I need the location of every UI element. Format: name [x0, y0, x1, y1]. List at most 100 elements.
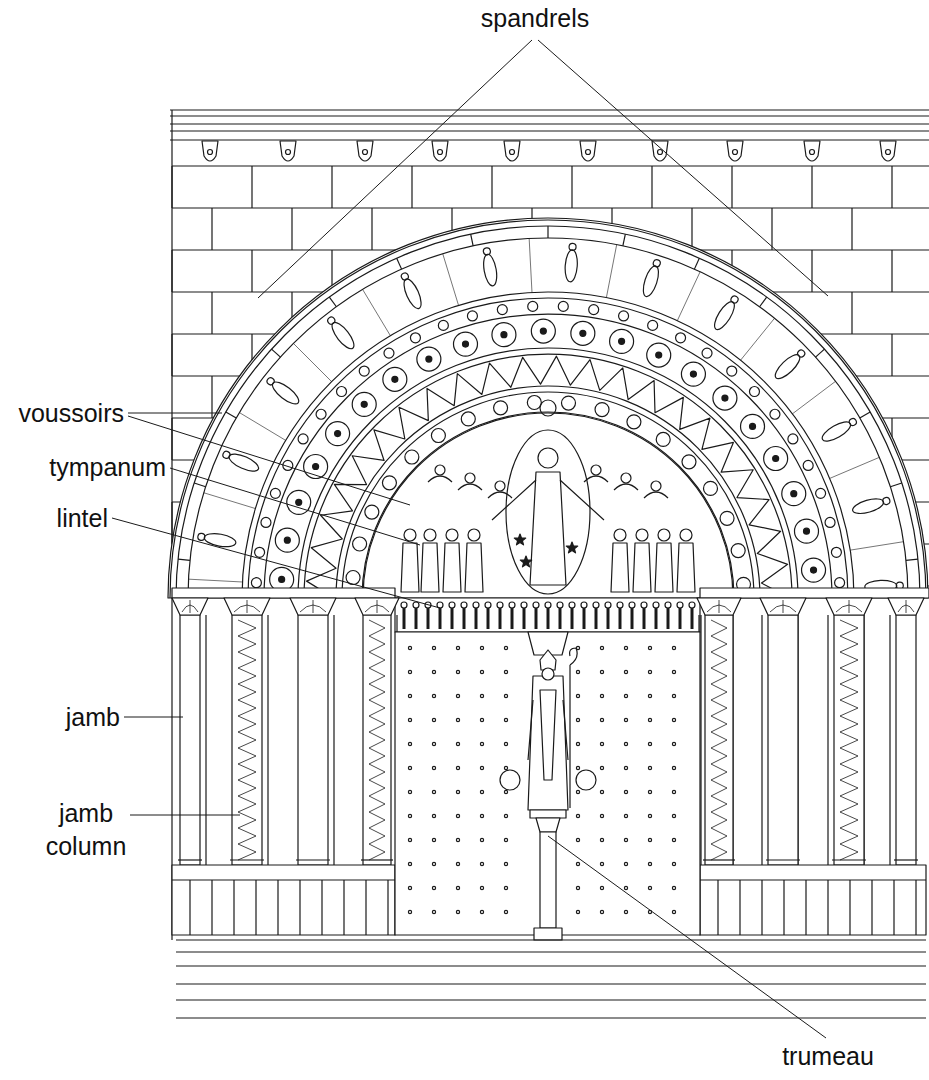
plinth-part [172, 879, 395, 880]
archivolt-part [494, 401, 508, 415]
archivolt-part [741, 414, 765, 438]
archivolt-part-part [730, 295, 740, 305]
door-part [672, 790, 675, 793]
door-part [504, 742, 507, 745]
steps [176, 940, 926, 1018]
tympanum-relief-part [514, 534, 525, 545]
lintel-frieze-part [617, 602, 623, 608]
tympanum-relief-part [465, 473, 475, 483]
plinth-part [321, 880, 322, 935]
archivolt-part [359, 366, 369, 376]
door-part [624, 838, 627, 841]
archivolt-part [462, 341, 468, 347]
door-part [456, 838, 459, 841]
door-part [648, 718, 651, 721]
masonry-wall-part [211, 292, 212, 334]
plinth-part [783, 880, 784, 935]
archivolt-part [239, 413, 285, 441]
door-part [456, 742, 459, 745]
door-part [408, 646, 411, 649]
lintel-frieze-part [523, 608, 526, 629]
plinth-part [871, 880, 872, 935]
trumeau-figure-part [570, 648, 578, 808]
lintel-frieze-part [487, 608, 490, 629]
trumeau-figure-part [528, 690, 568, 780]
archivolt-part [194, 483, 205, 487]
archivolt-part [722, 395, 728, 401]
archivolt-part [307, 356, 790, 598]
door-part [408, 694, 411, 697]
door-part [504, 694, 507, 697]
leader-line-part [128, 413, 222, 414]
masonry-wall-part [851, 292, 852, 334]
door [395, 632, 700, 935]
door-part [576, 766, 579, 769]
door-part [480, 766, 483, 769]
tympanum-relief-part [644, 492, 668, 498]
leader-line-part [538, 40, 828, 296]
part-label: voussoirs [0, 397, 124, 430]
archivolt-part [713, 386, 737, 410]
door-part [456, 718, 459, 721]
lintel-frieze-part [581, 602, 587, 608]
archivolt-part [851, 494, 891, 516]
jamb-columns-part [711, 620, 727, 860]
jamb-columns-part [355, 598, 399, 615]
archivolt-part [170, 220, 926, 598]
cornice-part [510, 150, 515, 155]
tympanum-relief-part [655, 543, 673, 592]
lintel-frieze-part [547, 608, 550, 629]
archivolt-part [816, 488, 826, 498]
archivolt-part [242, 292, 854, 598]
part-label: trumeau [766, 1040, 890, 1073]
door-part [648, 694, 651, 697]
tympanum-relief-part [614, 484, 638, 490]
lintel-frieze-part [497, 602, 503, 608]
masonry-wall-part [731, 166, 732, 208]
masonry-wall-part [371, 208, 372, 250]
trumeau-figure [528, 632, 577, 940]
door-part [432, 886, 435, 889]
door-part [576, 770, 596, 790]
steps-part [176, 951, 926, 952]
cornice-part [727, 141, 743, 161]
door-part [576, 742, 579, 745]
archivolt-part [382, 476, 396, 490]
jamb-columns-part [834, 615, 864, 865]
door-part [408, 766, 411, 769]
lintel-frieze-part [559, 608, 562, 629]
lintel-frieze-part [653, 602, 659, 608]
jamb-columns-part [761, 615, 762, 865]
archivolt-part [392, 376, 398, 382]
archivolt-part [304, 354, 792, 598]
leader-line-part [548, 836, 826, 1038]
steps-part [176, 965, 926, 966]
archivolt-part [298, 348, 798, 598]
door-part [504, 766, 507, 769]
jamb-columns-part [770, 600, 796, 613]
jamb-columns-part [894, 859, 918, 860]
tympanum-relief-part [636, 529, 648, 541]
archivolt-part [383, 367, 407, 391]
jamb-columns-part [889, 615, 890, 865]
door-part [576, 838, 579, 841]
door-part [648, 742, 651, 745]
plinth-part [739, 880, 740, 935]
lintel-frieze-part [461, 602, 467, 608]
archivolt-part [794, 519, 818, 543]
lintel-frieze-part [395, 598, 700, 632]
masonry-wall-part [411, 166, 412, 208]
door-part [480, 886, 483, 889]
plinth-part [255, 880, 256, 935]
jamb-columns-part [840, 620, 858, 860]
masonry-wall-part [172, 165, 929, 166]
archivolt-part-part [848, 417, 858, 427]
archivolt-part [619, 338, 625, 344]
tympanum-relief-part [530, 472, 566, 585]
lintel-frieze-part [571, 608, 574, 629]
door-part [648, 766, 651, 769]
cornice-part [280, 141, 296, 161]
door-part [624, 742, 627, 745]
door-part [408, 742, 411, 745]
archivolt-part [820, 415, 859, 445]
